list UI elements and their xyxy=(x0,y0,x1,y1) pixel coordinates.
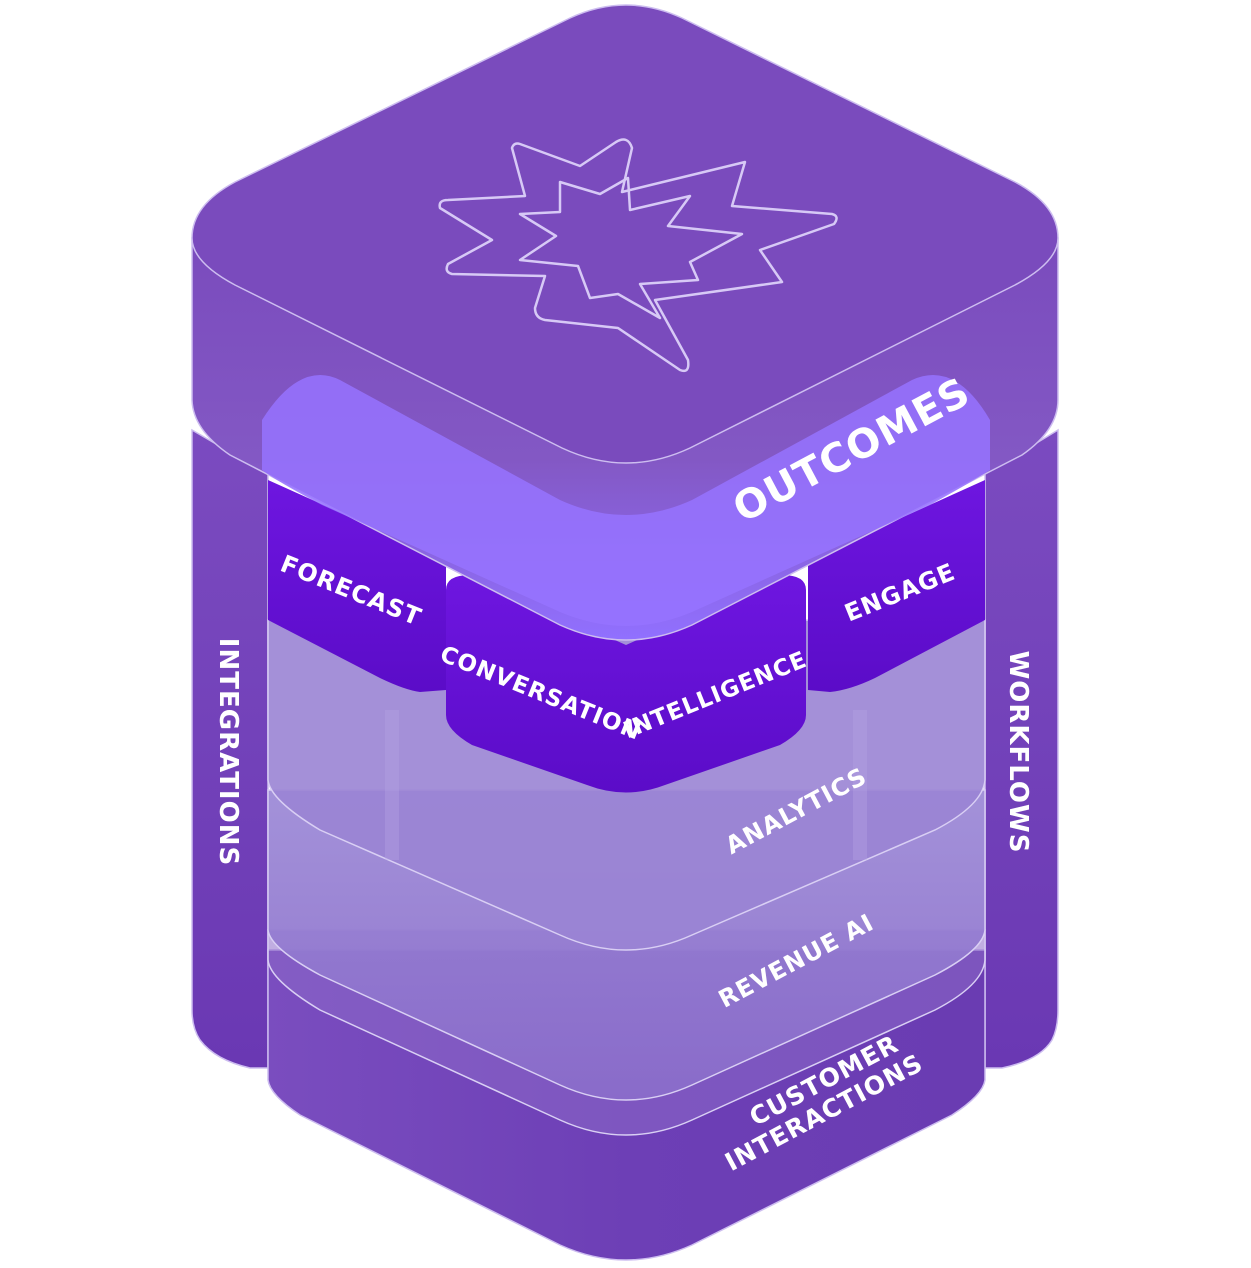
integrations-pillar: INTEGRATIONS xyxy=(191,428,269,1069)
starburst-logo-icon xyxy=(438,138,838,373)
workflows-label: WORKFLOWS xyxy=(1003,651,1033,854)
outcomes-layer: OUTCOMES xyxy=(191,4,1059,641)
integrations-label: INTEGRATIONS xyxy=(213,638,243,866)
workflows-pillar: WORKFLOWS xyxy=(984,428,1059,1069)
forecast-block: FORECAST xyxy=(268,480,446,692)
engage-block: ENGAGE xyxy=(808,480,985,692)
conversation-intelligence-block: CONVERSATION INTELLIGENCE xyxy=(436,575,811,793)
